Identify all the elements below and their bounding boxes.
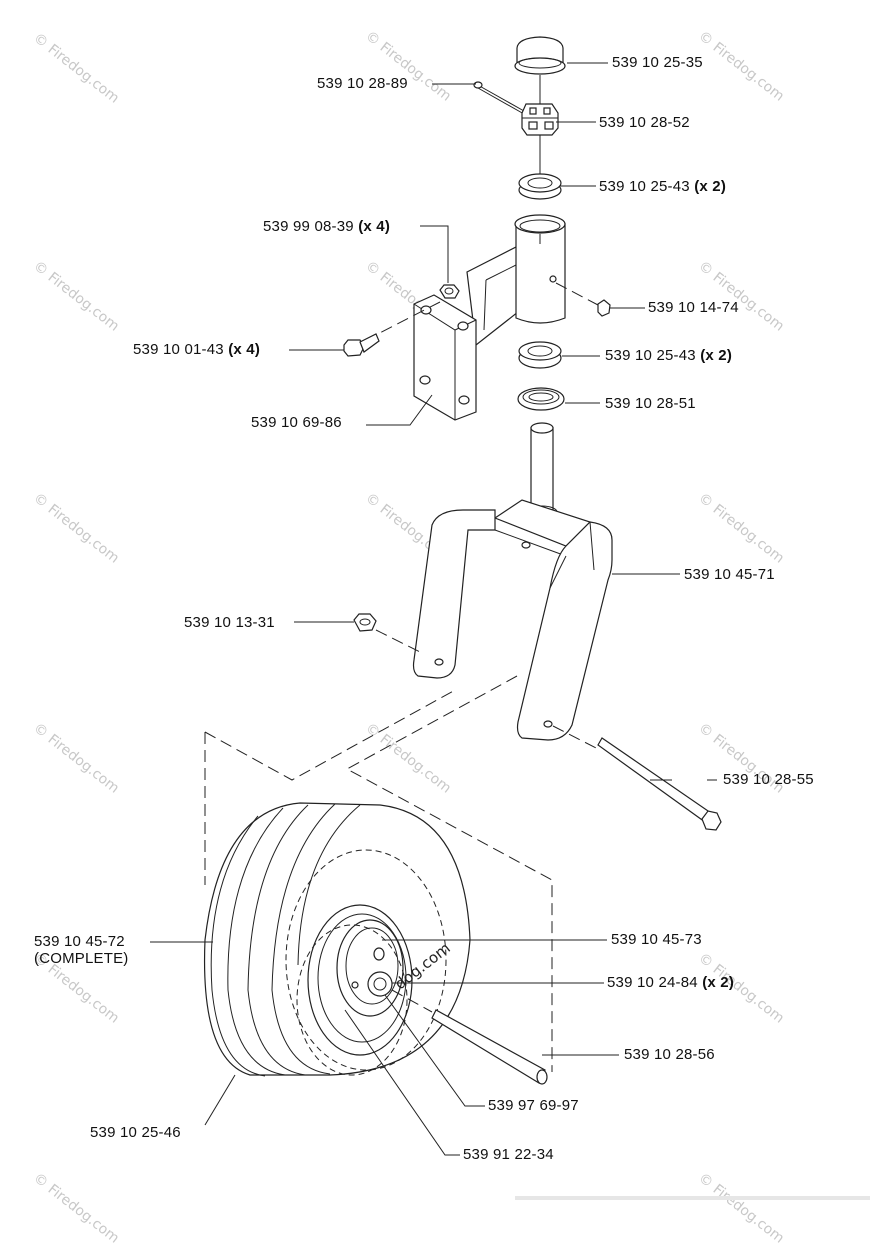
mounting-bracket-drawing <box>413 214 566 421</box>
hub-bearing-drawing <box>367 947 393 997</box>
part-label-seal: 539 10 28-51 <box>605 395 696 412</box>
bearing-cup-bottom-drawing <box>518 341 562 369</box>
part-label-axle-nut: 539 10 13-31 <box>184 614 275 631</box>
part-label-hub-bearing: 539 10 45-73 <box>611 931 702 948</box>
cotter-pin-drawing <box>473 81 525 115</box>
part-label-carriage-bolt: 539 10 01-43 (x 4) <box>133 341 261 358</box>
locknut-drawing <box>365 284 460 341</box>
part-label-bearing-cup-bottom: 539 10 25-43 (x 2) <box>605 347 733 364</box>
axle-nut-drawing <box>353 613 421 653</box>
carriage-bolt-drawing <box>343 333 380 357</box>
part-label-bearing-cup-top: 539 10 25-43 (x 2) <box>599 178 727 195</box>
castle-nut-drawing <box>521 103 559 136</box>
part-label-mounting-bracket: 539 10 69-86 <box>251 414 342 431</box>
part-label-cotter-pin: 539 10 28-89 <box>317 75 408 92</box>
footer-bar <box>515 1196 870 1200</box>
seal-drawing <box>517 387 565 411</box>
alignment-phantom-lines <box>204 675 553 1072</box>
part-label-axle-tube: 539 10 28-56 <box>624 1046 715 1063</box>
grease-fitting-drawing <box>555 282 611 317</box>
part-label-castle-nut: 539 10 28-52 <box>599 114 690 131</box>
part-label-tire: 539 10 25-46 <box>90 1124 181 1141</box>
part-label-grease-fitting: 539 10 14-74 <box>648 299 739 316</box>
part-label-valve: 539 91 22-34 <box>463 1146 554 1163</box>
axle-tube-drawing <box>391 989 548 1085</box>
part-label-dust-cap: 539 10 25-35 <box>612 54 703 71</box>
caster-wheel-exploded-diagram: dog.com <box>150 36 870 1200</box>
dust-cap-drawing <box>514 36 566 75</box>
leader-lines <box>150 62 717 1156</box>
part-label-caster-fork: 539 10 45-71 <box>684 566 775 583</box>
part-label-spacer: 539 10 24-84 (x 2) <box>607 974 735 991</box>
caster-fork-drawing <box>412 422 613 741</box>
part-label-axle-bolt: 539 10 28-55 <box>723 771 814 788</box>
part-label-rim: 539 97 69-97 <box>488 1097 579 1114</box>
part-label-wheel-complete: 539 10 45-72 (COMPLETE) <box>34 933 129 967</box>
bearing-cup-top-drawing <box>518 173 562 200</box>
axle-bolt-drawing <box>552 725 722 831</box>
part-label-locknut: 539 99 08-39 (x 4) <box>263 218 391 235</box>
